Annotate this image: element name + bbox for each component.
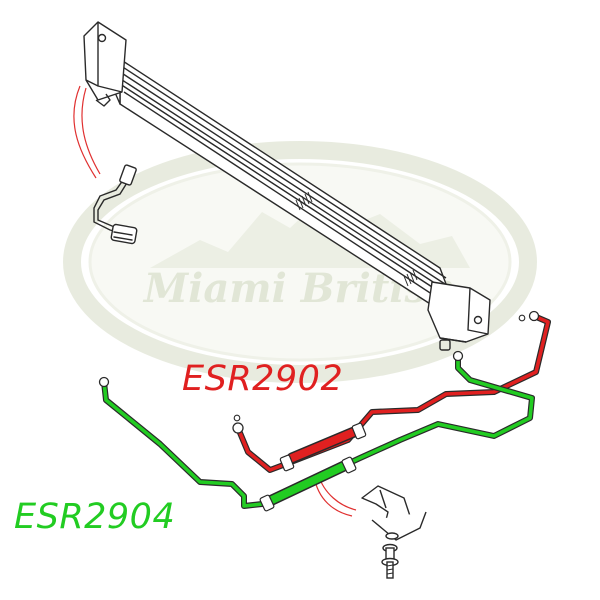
fitting-icon xyxy=(233,414,241,422)
part-number-label-esr2904: ESR2904 xyxy=(14,497,176,537)
part-number-label-esr2902: ESR2902 xyxy=(182,359,344,399)
fitting-icon xyxy=(98,376,110,388)
fitting-icon xyxy=(518,314,526,322)
pipe-esr2902 xyxy=(232,310,551,473)
fitting-icon xyxy=(452,350,464,362)
temperature-sensor-harness xyxy=(93,164,138,245)
pipe-esr2904 xyxy=(98,350,535,512)
fitting-icon xyxy=(232,422,244,434)
mounting-bolt xyxy=(381,543,399,579)
fitting-icon xyxy=(528,310,540,322)
pipe-clamp-bracket xyxy=(361,485,427,541)
oil-cooler-radiator xyxy=(83,21,491,351)
